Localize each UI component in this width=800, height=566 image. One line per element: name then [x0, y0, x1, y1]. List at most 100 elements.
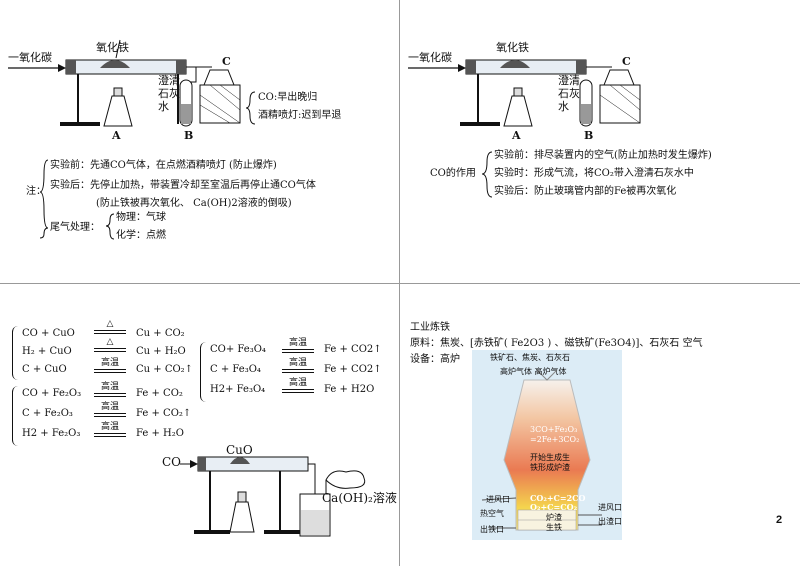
fe2o3-label: 氧化铁 [496, 41, 529, 54]
note-tail: 尾气处理： [50, 222, 100, 233]
equation-reactants: H₂ + CuO [22, 346, 72, 357]
tail-chemical: 化学：点燃 [116, 230, 166, 241]
equals-sign [94, 348, 126, 352]
equation-products: Fe + CO₂↑ [136, 408, 192, 419]
slag-outlet: 出渣口 [598, 517, 622, 526]
equals-sign [94, 369, 126, 373]
equation-products: Fe + CO2↑ [324, 364, 382, 375]
equation-products: Cu + CO₂↑ [136, 364, 194, 375]
slide-q1: 一氧化碳 氧化铁 澄清石灰水 A B C CO:早出晚归 酒精喷灯:迟到早退 注… [0, 0, 399, 283]
condition-text: 高温 [288, 358, 307, 368]
note-after2: (防止铁被再次氧化、 Ca(OH)2溶液的倒吸) [96, 198, 292, 209]
condition-text: 高温 [100, 382, 119, 392]
condition-text: △ [106, 319, 114, 329]
reaction-top: 3CO+Fe₂O₃ [530, 425, 578, 434]
co-label: 一氧化碳 [408, 51, 452, 64]
equation-reactants: H2+ Fe₃O₄ [210, 384, 266, 395]
mnemonic-co: CO:早出晚归 [258, 92, 318, 103]
tail-physical: 物理：气球 [116, 212, 166, 223]
condition-text: 高温 [100, 358, 119, 368]
limewater-label: 澄清石灰水 [558, 74, 580, 113]
co-inlet-label: CO [162, 455, 182, 469]
iron-outlet: 出铁口 [480, 525, 504, 534]
pig-iron: 生铁 [546, 523, 562, 532]
note-braces [39, 159, 49, 239]
inlet-left: 进风口 [486, 495, 510, 504]
condition-text: 高温 [100, 422, 119, 432]
note-before: 实验前：先通CO气体，在点燃酒精喷灯 (防止爆炸) [50, 160, 277, 171]
condition-text: 高温 [288, 378, 307, 388]
label-a: A [112, 129, 121, 142]
equation-condition: 高温 [94, 379, 126, 397]
note-prefix: 注： [26, 186, 46, 197]
blast-furnace-diagram [472, 350, 622, 540]
equation-condition: 高温 [94, 355, 126, 373]
eqs_fe3o4-brace [200, 342, 207, 402]
tail-brace [105, 213, 115, 240]
limewater-label: 澄清石灰水 [158, 74, 180, 113]
reaction-co: CO₂+C=2CO [530, 493, 586, 503]
equation-reactants: C + Fe₃O₄ [210, 364, 261, 375]
label-a: A [512, 129, 521, 142]
label-c: C [222, 55, 231, 68]
equation-reactants: C + CuO [22, 364, 67, 375]
q4-title: 工业炼铁 [410, 322, 450, 333]
apparatus-diagram-q1 [8, 39, 256, 127]
equals-sign [94, 433, 126, 437]
hot-air-label: 热空气 [480, 509, 504, 518]
role-brace [481, 151, 493, 198]
co-role-title: CO的作用 [430, 168, 476, 179]
eqs_fe2o3-brace [12, 386, 19, 446]
role-before: 实验前：排尽装置内的空气(防止加热时发生爆炸) [494, 150, 712, 161]
apparatus-diagram-q2 [408, 59, 641, 127]
equals-sign [282, 349, 314, 353]
equation-products: Cu + CO₂ [136, 328, 185, 339]
equation-reactants: CO+ Fe₃O₄ [210, 344, 266, 355]
condition-text: △ [106, 337, 114, 347]
equation-products: Fe + H2O [324, 384, 375, 395]
role-after: 实验后：防止玻璃管内部的Fe被再次氧化 [494, 186, 677, 197]
equation-products: Cu + H₂O [136, 346, 186, 357]
furnace-slag: 炉渣 [546, 513, 562, 522]
equation-condition: 高温 [94, 399, 126, 417]
caoh-label: Ca(OH)₂溶液 [322, 491, 397, 505]
equation-condition: 高温 [282, 335, 314, 353]
equals-sign [282, 389, 314, 393]
note-after: 实验后：先停止加热，带装置冷却至室温后再停止通CO气体 [50, 180, 316, 191]
inlet-right: 进风口 [598, 503, 622, 512]
equation-condition: 高温 [94, 419, 126, 437]
equals-sign [282, 369, 314, 373]
slag-label: 开始生成生 [530, 453, 570, 462]
label-b: B [184, 129, 194, 142]
equation-products: Fe + CO2↑ [324, 344, 382, 355]
page-number: 2 [776, 514, 783, 526]
eqs_cuo-brace [12, 326, 19, 380]
equation-reactants: C + Fe₂O₃ [22, 408, 73, 419]
condition-text: 高温 [100, 402, 119, 412]
equation-condition: 高温 [282, 355, 314, 373]
equation-condition: 高温 [282, 375, 314, 393]
equation-condition: △ [94, 337, 126, 352]
slide-q3: CO + CuO △ Cu + CO₂ H₂ + CuO △ Cu + H₂O C + Cu… [0, 284, 399, 566]
equation-products: Fe + H₂O [136, 428, 184, 439]
equals-sign [94, 393, 126, 397]
divider-horizontal [0, 283, 800, 284]
furnace-top-label: 铁矿石、焦炭、石灰石 [490, 353, 570, 362]
equation-products: Fe + CO₂ [136, 388, 183, 399]
mnemonic-lamp: 酒精喷灯:迟到早退 [258, 110, 342, 121]
equation-reactants: CO + Fe₂O₃ [22, 388, 82, 399]
label-b: B [584, 129, 594, 142]
equation-reactants: CO + CuO [22, 328, 75, 339]
co-label: 一氧化碳 [8, 51, 52, 64]
equation-reactants: H2 + Fe₂O₃ [22, 428, 81, 439]
slide-q2: 一氧化碳 氧化铁 澄清石灰水 A B C CO的作用 实验前：排尽装置内的空气(… [400, 0, 800, 283]
fe2o3-label: 氧化铁 [96, 41, 129, 54]
furnace-gas-label: 高炉气体 高炉气体 [500, 367, 567, 376]
q4-materials: 原料：焦炭、[赤铁矿( Fe2O3 ) 、磁铁矿(Fe3O4)]、石灰石 空气 [410, 338, 703, 349]
condition-text: 高温 [288, 338, 307, 348]
equals-sign [94, 413, 126, 417]
cuo-apparatus [180, 456, 366, 537]
equation-condition: △ [94, 319, 126, 334]
cuo-label: CuO [226, 443, 253, 457]
role-during: 实验时：形成气流，将CO₂带入澄清石灰水中 [494, 168, 694, 179]
